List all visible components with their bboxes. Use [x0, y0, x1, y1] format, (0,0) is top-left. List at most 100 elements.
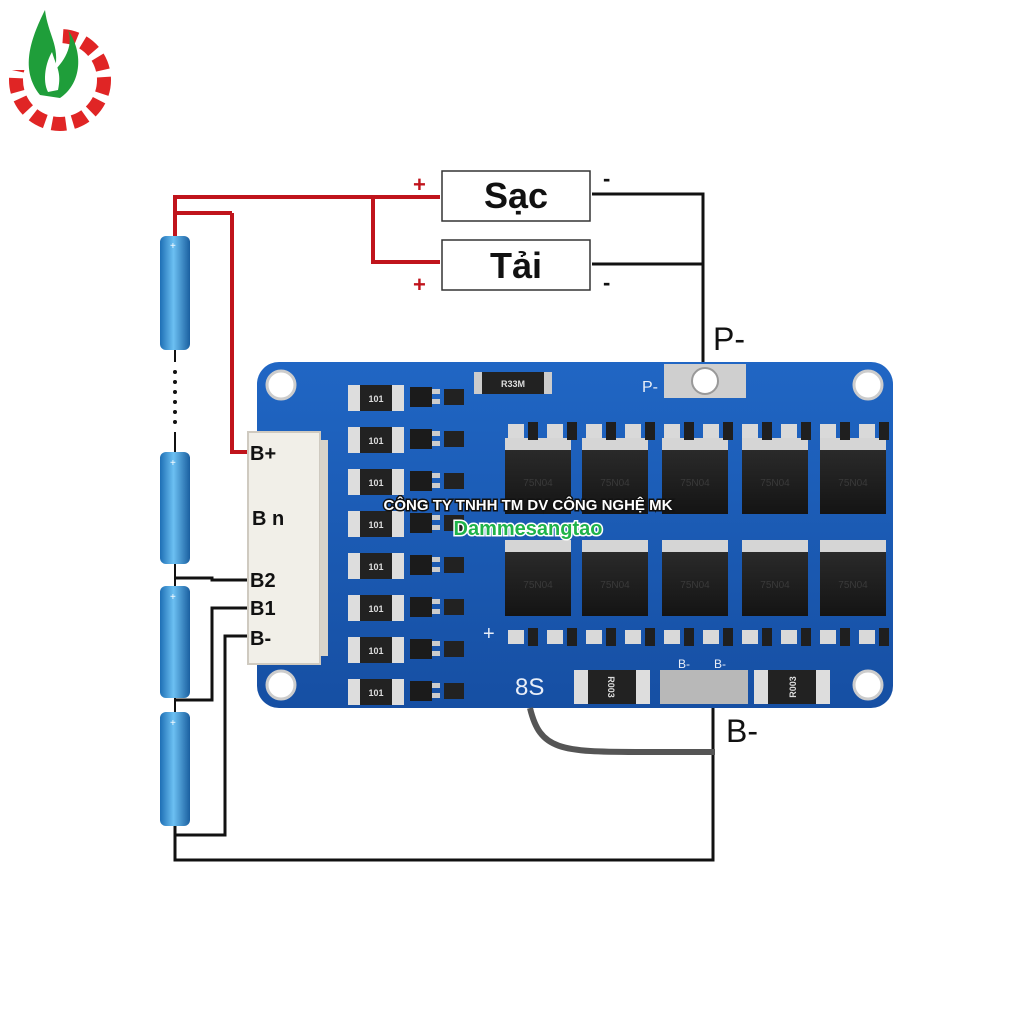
- balance-resistor: 101: [348, 679, 404, 705]
- charger-plus-sign: +: [413, 172, 426, 197]
- mosfet: 75N04: [505, 540, 571, 616]
- mosfet: 75N04: [582, 438, 648, 514]
- gate-component: [664, 628, 694, 646]
- balance-transistor: [410, 471, 464, 491]
- load-box: Tải: [441, 239, 591, 291]
- silk-b-minus-2: B-: [714, 657, 726, 671]
- svg-text:101: 101: [368, 688, 383, 698]
- balance-resistors: 101 101 101 101 101 101 101 101: [348, 385, 464, 705]
- mosfet-array: 75N04 75N04 75N04 75N04 75N04 75N04 75N04 75N04…: [505, 422, 889, 646]
- pin-b-plus: B+: [250, 443, 276, 465]
- gate-component: [547, 628, 577, 646]
- mosfet: 75N04: [820, 540, 886, 616]
- svg-text:101: 101: [368, 604, 383, 614]
- svg-text:+: +: [170, 458, 176, 469]
- gate-component: [508, 422, 538, 440]
- svg-text:101: 101: [368, 562, 383, 572]
- charger-box: Sạc: [441, 170, 591, 222]
- mosfet: 75N04: [662, 438, 728, 514]
- gate-component: [703, 628, 733, 646]
- mosfet: 75N04: [505, 438, 571, 514]
- gate-component: [781, 628, 811, 646]
- svg-text:75N04: 75N04: [680, 580, 710, 591]
- load-minus-sign: -: [603, 270, 610, 295]
- svg-text:R33M: R33M: [501, 379, 525, 389]
- gate-component: [664, 422, 694, 440]
- svg-text:75N04: 75N04: [523, 580, 553, 591]
- balance-transistor: [410, 639, 464, 659]
- gate-component: [703, 422, 733, 440]
- gate-component: [859, 422, 889, 440]
- negative-wires: [173, 192, 715, 862]
- svg-text:75N04: 75N04: [523, 478, 553, 489]
- svg-text:75N04: 75N04: [838, 580, 868, 591]
- gate-component: [625, 422, 655, 440]
- balance-resistor: 101: [348, 469, 404, 495]
- mosfet: 75N04: [662, 540, 728, 616]
- pin-b-n: B n: [252, 508, 284, 530]
- svg-text:101: 101: [368, 478, 383, 488]
- battery-cell: +: [160, 586, 190, 698]
- svg-text:75N04: 75N04: [600, 580, 630, 591]
- gate-component: [781, 422, 811, 440]
- gate-component: [820, 628, 850, 646]
- gate-component: [742, 628, 772, 646]
- silk-b-minus: B-: [678, 657, 690, 671]
- mosfet: 75N04: [582, 540, 648, 616]
- balance-transistor: [410, 429, 464, 449]
- gate-component: [586, 628, 616, 646]
- cell-gap-dots: [173, 370, 177, 424]
- svg-text:R003: R003: [606, 676, 616, 698]
- load-plus-sign: +: [413, 272, 426, 297]
- gate-component: [508, 628, 538, 646]
- gate-component: [859, 628, 889, 646]
- watermark-company: CÔNG TY TNHH TM DV CÔNG NGHỆ MK: [384, 496, 673, 514]
- pin-b1: B1: [250, 598, 276, 620]
- balance-resistor: 101: [348, 511, 404, 537]
- gate-component: [820, 422, 850, 440]
- gate-component: [625, 628, 655, 646]
- gate-component: [742, 422, 772, 440]
- balance-transistor: [410, 681, 464, 701]
- pin-b2: B2: [250, 570, 276, 592]
- company-logo: [0, 0, 111, 131]
- svg-text:101: 101: [368, 394, 383, 404]
- battery-cell: +: [160, 452, 190, 564]
- watermark-brand: Dammesangtao: [454, 518, 603, 540]
- silk-p-minus: P-: [642, 379, 658, 396]
- svg-text:R003: R003: [788, 676, 798, 698]
- balance-resistor: 101: [348, 553, 404, 579]
- svg-text:75N04: 75N04: [600, 478, 630, 489]
- battery-cell: +: [160, 712, 190, 826]
- battery-cell: +: [160, 236, 190, 350]
- svg-text:Tải: Tải: [490, 245, 542, 286]
- balance-resistor: 101: [348, 427, 404, 453]
- pin-b-minus: B-: [250, 628, 271, 650]
- b-minus-label: B-: [726, 713, 758, 749]
- balance-resistor: 101: [348, 595, 404, 621]
- svg-text:101: 101: [368, 520, 383, 530]
- svg-text:75N04: 75N04: [760, 580, 790, 591]
- p-minus-label: P-: [713, 321, 745, 357]
- positive-wires: [173, 195, 440, 454]
- silk-plus: +: [483, 623, 495, 645]
- gate-component: [547, 422, 577, 440]
- gate-component: [586, 422, 616, 440]
- current-shunts: R003 R003: [574, 670, 830, 704]
- balance-transistor: [410, 555, 464, 575]
- svg-text:101: 101: [368, 646, 383, 656]
- mosfet: 75N04: [742, 438, 808, 514]
- svg-text:101: 101: [368, 436, 383, 446]
- balance-transistor: [410, 597, 464, 617]
- svg-text:75N04: 75N04: [838, 478, 868, 489]
- balance-resistor: 101: [348, 385, 404, 411]
- balance-transistor: [410, 513, 464, 533]
- board-model: 8S: [515, 674, 544, 701]
- svg-text:+: +: [170, 592, 176, 603]
- mosfet: 75N04: [820, 438, 886, 514]
- svg-text:75N04: 75N04: [760, 478, 790, 489]
- mosfet: 75N04: [742, 540, 808, 616]
- balance-resistor: 101: [348, 637, 404, 663]
- ground-lead: [527, 707, 715, 755]
